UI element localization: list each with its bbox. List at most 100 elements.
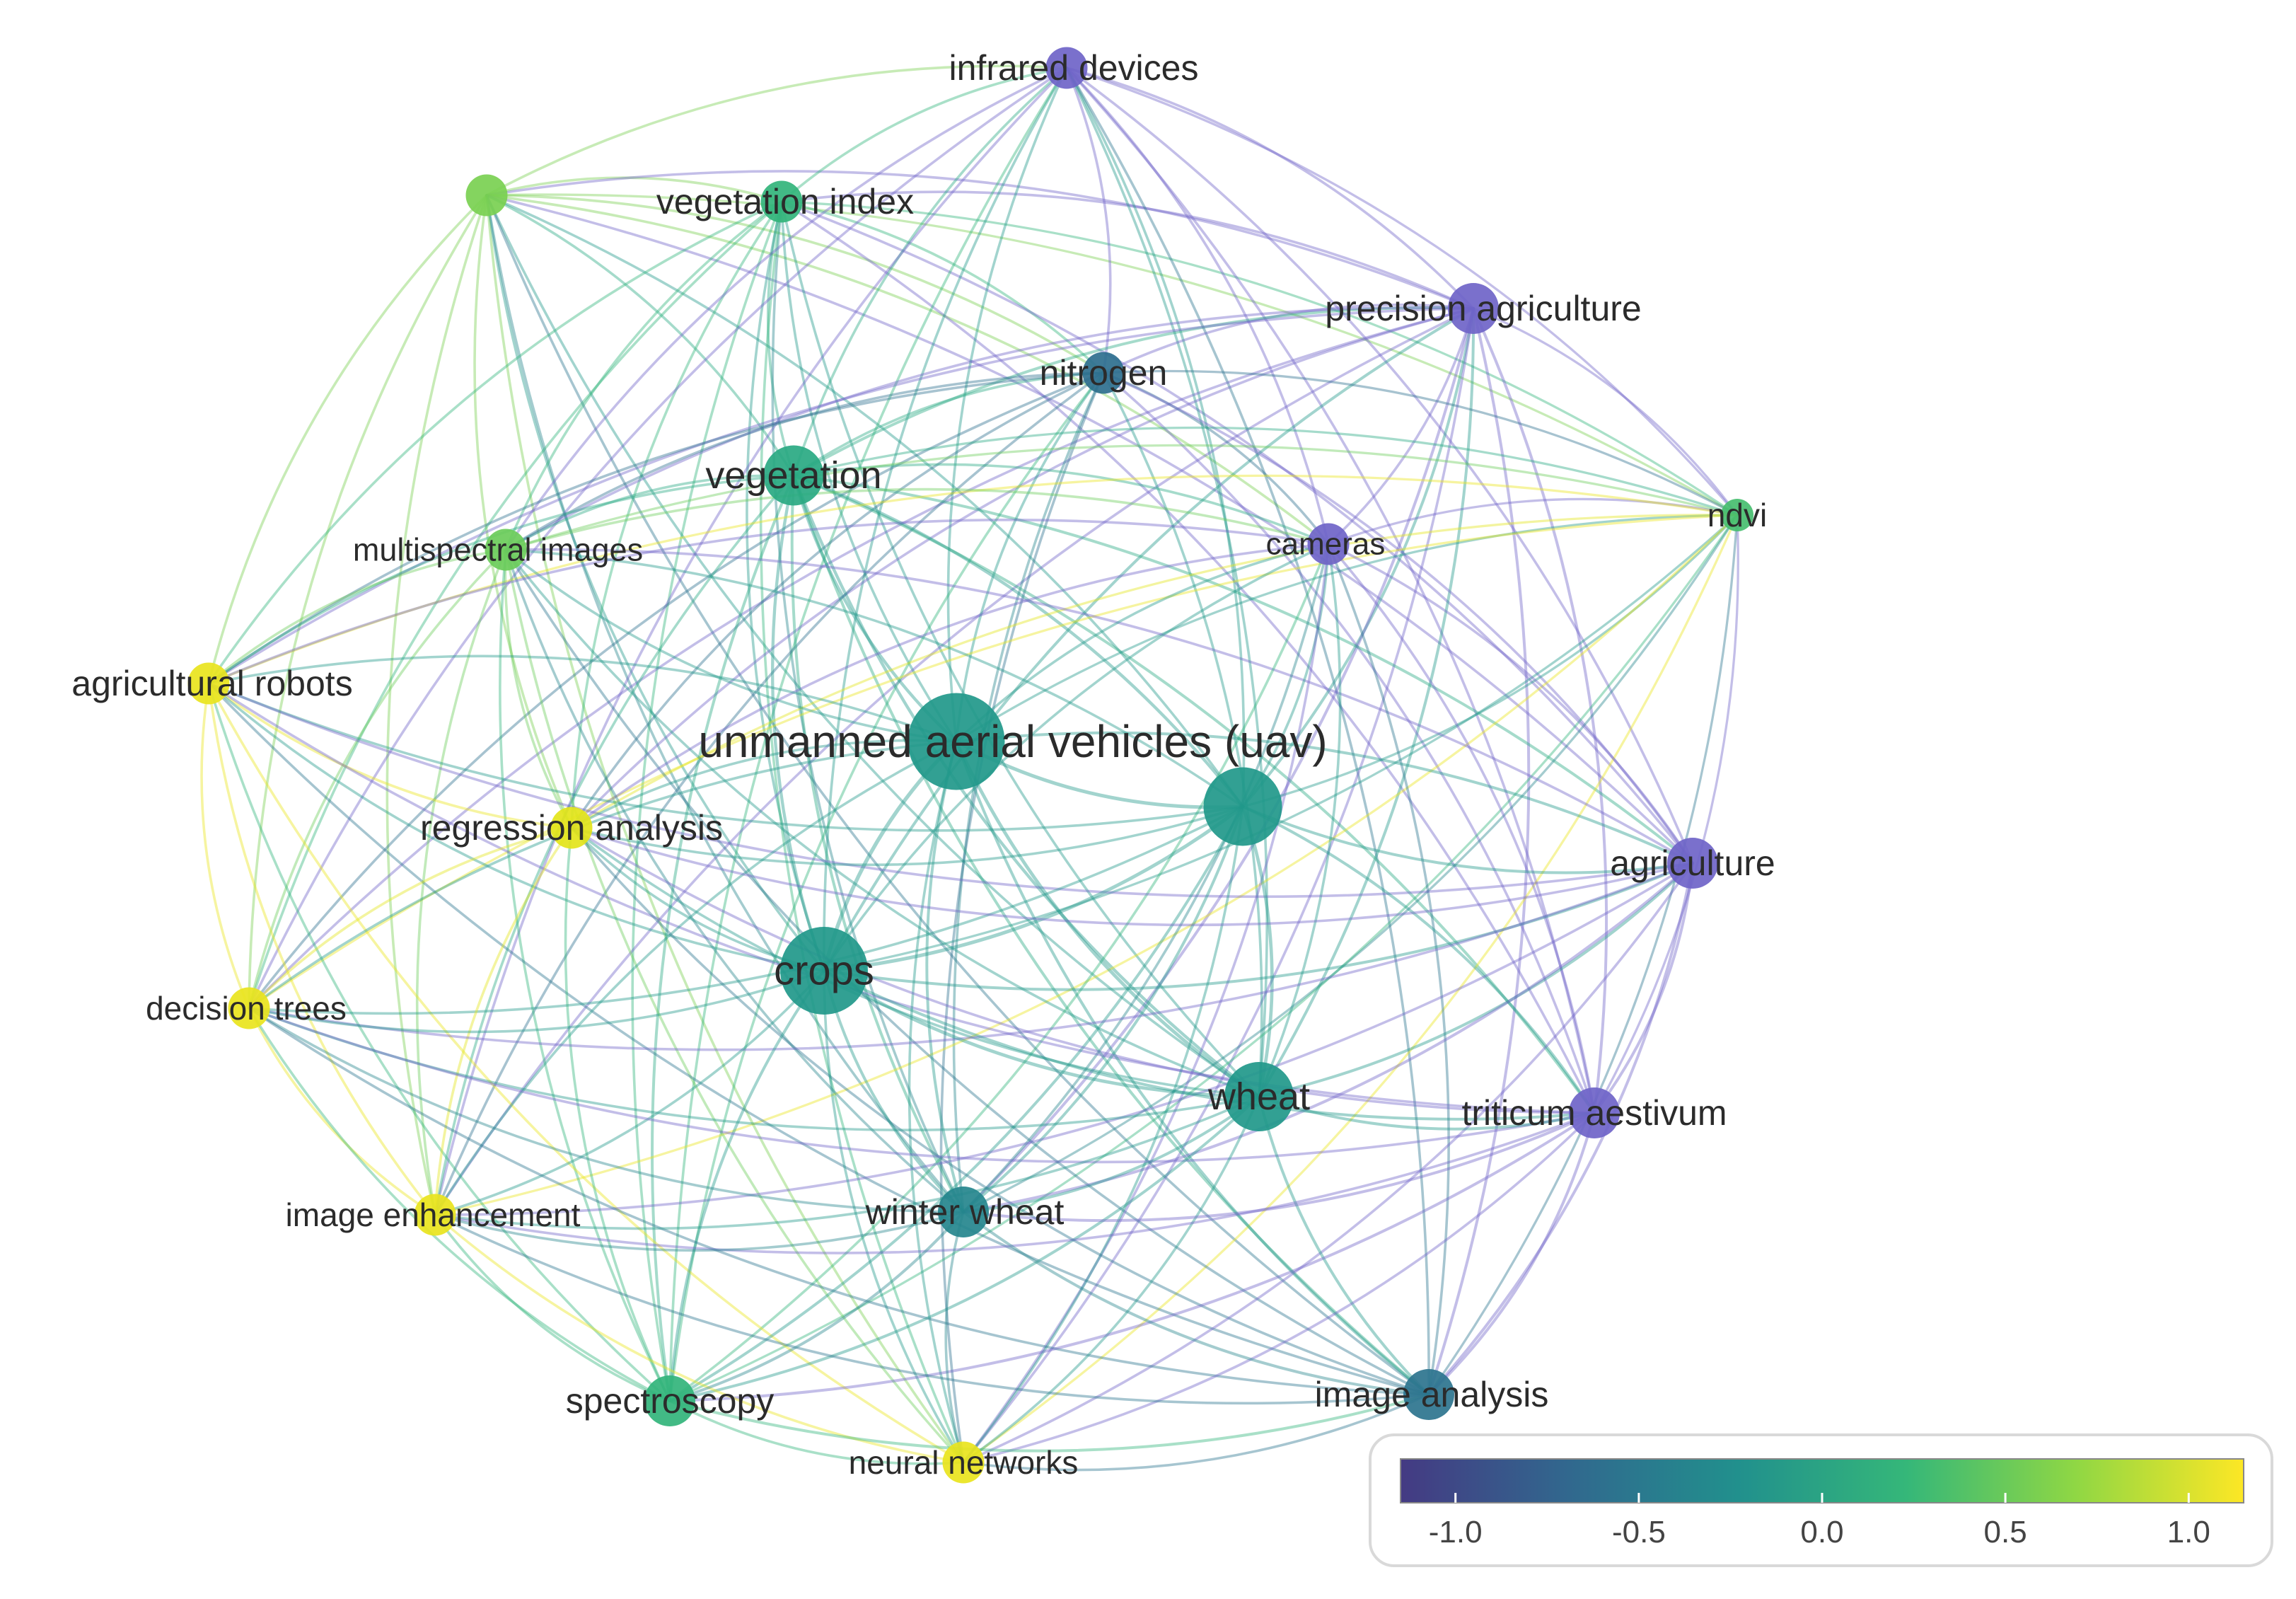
edge-precision-agriculture-cameras [1327,307,1475,545]
node-infrared-devices[interactable] [1045,47,1088,89]
node-ndvi[interactable] [1721,499,1753,531]
label-regression-analysis: regression analysis [420,808,723,848]
edge-vegetation-cameras [792,463,1330,545]
node-vegetation[interactable] [763,445,824,506]
edge-unlabeled-hub-crops [822,804,1245,973]
edge-winter-wheat-image-analysis [962,1211,1430,1396]
edge-infrared-devices-crops [823,67,1068,972]
node-unmanned-aerial-vehicles[interactable] [908,693,1005,790]
edge-crops-wheat [822,969,1261,1099]
node-unlabeled-hub[interactable] [1203,767,1282,846]
node-multispectral-images[interactable] [485,529,527,571]
edge-unmanned-aerial-vehicles-agriculture [955,731,1694,865]
node-vegetation-index[interactable] [760,180,803,223]
edge-cameras-neural-networks [962,543,1330,1464]
edge-unlabeled-node-infrared-devices [485,64,1068,197]
node-neural-networks[interactable] [942,1441,985,1484]
edge-vegetation-index-wheat [780,200,1260,1098]
edge-cameras-triticum-aestivum [1327,543,1596,1114]
node-layer [187,47,1753,1484]
edge-nitrogen-image-enhancement [434,371,1105,1216]
edge-winter-wheat-spectroscopy [668,1211,965,1402]
edge-spectroscopy-neural-networks [668,1399,965,1465]
edge-infrared-devices-decision-trees [248,67,1068,1010]
label-multispectral-images: multispectral images [353,532,643,568]
edge-unlabeled-node-vegetation-index [485,176,783,203]
edge-unlabeled-hub-decision-trees [248,805,1244,1015]
edge-agricultural-robots-regression-analysis [207,682,573,829]
edge-ndvi-agricultural-robots [207,474,1739,685]
label-crops: crops [774,948,874,994]
node-spectroscopy[interactable] [644,1375,695,1426]
edge-infrared-devices-image-analysis [1065,67,1430,1396]
edge-ndvi-neural-networks [962,514,1739,1464]
edge-triticum-aestivum-neural-networks [962,1112,1596,1464]
edge-unmanned-aerial-vehicles-regression-analysis [570,739,958,829]
edge-precision-agriculture-winter-wheat [962,307,1475,1213]
edge-ndvi-decision-trees [248,514,1739,1010]
label-agricultural-robots: agricultural robots [71,664,352,703]
edge-multispectral-images-neural-networks [504,548,965,1464]
edge-vegetation-winter-wheat [790,474,965,1213]
edge-unlabeled-hub-spectroscopy [668,805,1244,1402]
edge-wheat-spectroscopy [668,1095,1260,1402]
edge-unmanned-aerial-vehicles-winter-wheat [925,740,965,1213]
edge-multispectral-images-regression-analysis [504,548,573,829]
edge-agricultural-robots-agriculture [207,682,1694,899]
edge-unlabeled-node-vegetation [485,194,795,477]
edge-image-enhancement-neural-networks [434,1213,965,1464]
edge-multispectral-images-spectroscopy [499,548,671,1402]
colorbar-tick-label: 0.0 [1800,1515,1843,1549]
node-wheat[interactable] [1224,1062,1294,1131]
edge-ndvi-spectroscopy [668,514,1739,1402]
edge-unlabeled-node-crops [485,194,825,972]
node-winter-wheat[interactable] [938,1187,989,1237]
node-crops[interactable] [780,927,868,1015]
edge-vegetation-multispectral-images [504,474,795,551]
edge-winter-wheat-neural-networks [944,1211,965,1464]
edge-wheat-triticum-aestivum [1258,1095,1596,1131]
edge-multispectral-images-unmanned-aerial-vehicles [504,548,958,743]
edge-precision-agriculture-image-analysis [1427,307,1531,1396]
edge-regression-analysis-triticum-aestivum [570,826,1596,1114]
edge-unlabeled-node-ndvi [485,193,1739,516]
edge-nitrogen-regression-analysis [570,371,1105,829]
node-image-analysis[interactable] [1403,1369,1454,1420]
edge-cameras-agricultural-robots [207,519,1330,685]
edge-agricultural-robots-crops [207,682,825,972]
edge-vegetation-image-analysis [792,474,1430,1396]
node-regression-analysis[interactable] [550,807,593,849]
edge-precision-agriculture-unlabeled-hub [1241,307,1475,808]
edge-vegetation-index-vegetation [766,200,795,477]
node-cameras[interactable] [1307,523,1350,565]
node-image-enhancement[interactable] [414,1194,456,1236]
edge-vegetation-agricultural-robots [207,474,795,685]
edge-cameras-spectroscopy [668,543,1330,1402]
node-agricultural-robots[interactable] [187,662,230,705]
edge-vegetation-index-infrared-devices [780,67,1068,203]
edge-unlabeled-node-cameras [485,194,1330,545]
edge-vegetation-triticum-aestivum [792,474,1596,1114]
node-decision-trees[interactable] [228,987,270,1029]
edge-triticum-aestivum-image-analysis [1427,1112,1596,1396]
edge-regression-analysis-image-analysis [570,826,1430,1396]
edge-agriculture-image-enhancement [434,862,1694,1216]
colorbar-tick-label: 0.5 [1984,1515,2027,1549]
edge-ndvi-unlabeled-hub [1241,514,1739,808]
edge-crops-triticum-aestivum [823,969,1596,1121]
edge-infrared-devices-unmanned-aerial-vehicles [946,67,1068,743]
label-triticum-aestivum: triticum aestivum [1461,1093,1727,1133]
edge-cameras-crops [823,543,1330,972]
node-triticum-aestivum[interactable] [1569,1087,1620,1138]
node-nitrogen[interactable] [1082,352,1125,394]
edge-unlabeled-hub-regression-analysis [570,805,1244,867]
edge-precision-agriculture-neural-networks [962,307,1475,1464]
node-unlabeled-node[interactable] [465,174,508,217]
node-precision-agriculture[interactable] [1448,283,1499,334]
node-agriculture[interactable] [1667,838,1718,889]
edge-infrared-devices-wheat [1065,67,1268,1098]
edge-wheat-neural-networks [962,1095,1260,1464]
edge-ndvi-image-enhancement [434,514,1739,1216]
edge-multispectral-images-unlabeled-hub [504,548,1244,808]
label-agriculture: agriculture [1610,843,1775,883]
